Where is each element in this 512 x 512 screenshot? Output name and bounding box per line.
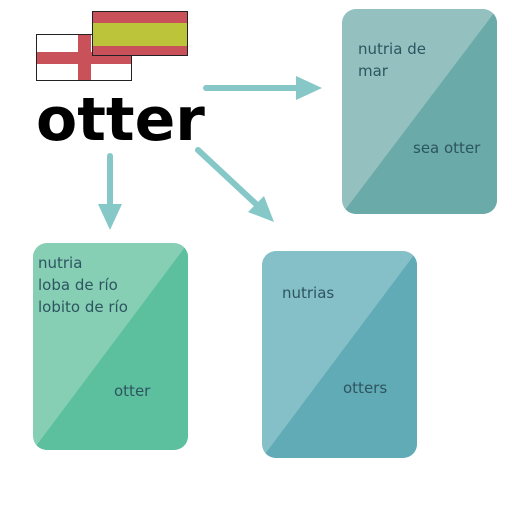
card-sea-otter: nutria de mar sea otter xyxy=(342,9,497,214)
english-term: otters xyxy=(343,379,388,397)
flag-stripe-bottom xyxy=(93,46,187,55)
spain-flag xyxy=(92,11,188,56)
spanish-term: nutria de mar xyxy=(358,40,426,80)
card-background xyxy=(33,243,188,450)
card-background xyxy=(262,251,417,458)
arrow-diagonal xyxy=(195,147,274,222)
english-term: otter xyxy=(114,382,151,400)
english-term: sea otter xyxy=(413,139,481,157)
spanish-term: nutrias xyxy=(282,284,335,302)
arrow-right xyxy=(203,76,322,100)
flag-stripe-top xyxy=(93,12,187,23)
card-otter: nutria loba de río lobito de río otter xyxy=(33,243,188,450)
spanish-term: nutria loba de río lobito de río xyxy=(38,254,128,316)
main-word: otter xyxy=(36,85,205,155)
card-background xyxy=(342,9,497,214)
card-otters: nutrias otters xyxy=(262,251,417,458)
flag-stripe-middle xyxy=(93,23,187,46)
arrow-down xyxy=(98,153,122,230)
